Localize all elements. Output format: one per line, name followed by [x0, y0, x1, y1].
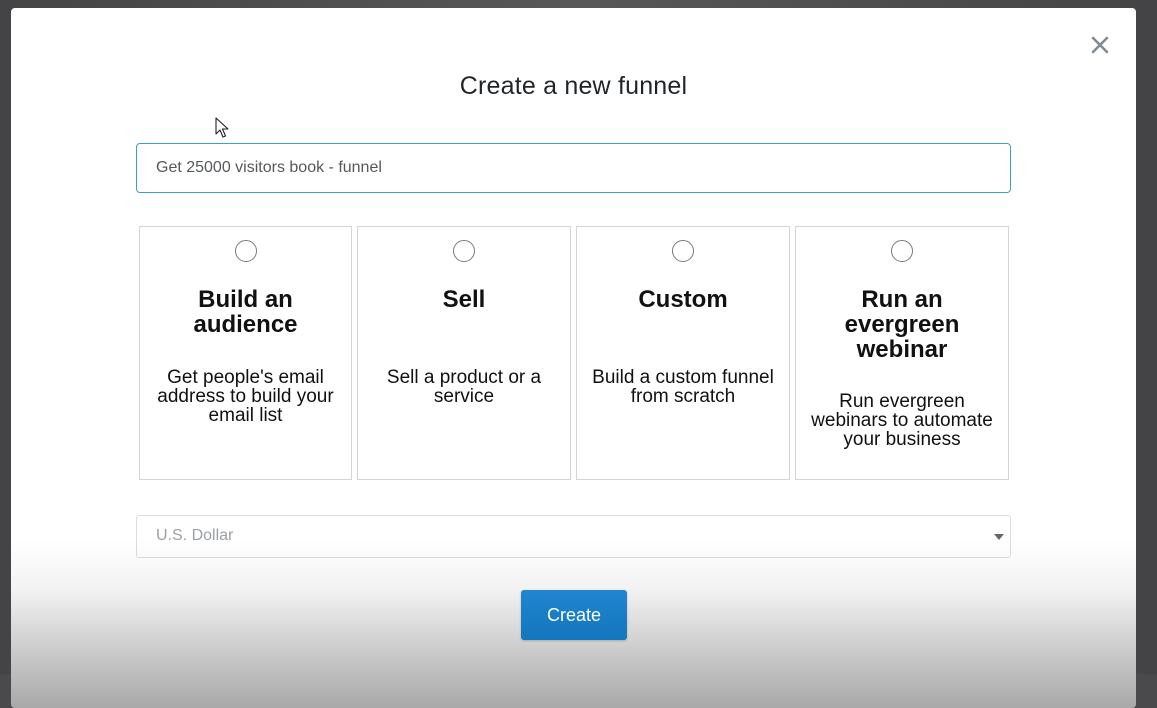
card-description: Run evergreen webinars to automate your … [811, 391, 993, 450]
funnel-type-card-custom[interactable]: Custom Build a custom funnel from scratc… [576, 226, 790, 480]
card-description: Get people's email address to build your… [157, 367, 334, 426]
funnel-type-card-sell[interactable]: Sell Sell a product or a service [357, 226, 571, 480]
radio-button[interactable] [234, 240, 257, 262]
radio-button[interactable] [453, 240, 475, 262]
card-description: Sell a product or a service [386, 367, 542, 407]
card-description: Build a custom funnel from scratch [592, 367, 774, 407]
radio-button[interactable] [672, 240, 694, 262]
card-title: Run an evergreen webinar [844, 286, 960, 363]
card-title: Build an audience [193, 286, 298, 338]
close-icon [1091, 36, 1109, 54]
mouse-pointer-icon [215, 117, 229, 138]
card-title: Custom [638, 286, 728, 313]
funnel-type-card-build-audience[interactable]: Build an audience Get people's email add… [139, 226, 352, 480]
radio-button[interactable] [891, 240, 913, 262]
currency-selected-value: U.S. Dollar [156, 527, 234, 544]
create-funnel-modal: Create a new funnel Build an audience Ge… [11, 8, 1136, 708]
card-title: Sell [442, 286, 486, 313]
currency-select[interactable]: U.S. Dollar [136, 515, 1011, 558]
create-button[interactable]: Create [521, 590, 627, 640]
close-button[interactable] [1087, 32, 1113, 58]
chevron-down-icon [994, 534, 1004, 540]
modal-title: Create a new funnel [459, 72, 688, 100]
funnel-name-input[interactable] [136, 143, 1011, 193]
funnel-type-card-evergreen-webinar[interactable]: Run an evergreen webinar Run evergreen w… [795, 226, 1009, 480]
